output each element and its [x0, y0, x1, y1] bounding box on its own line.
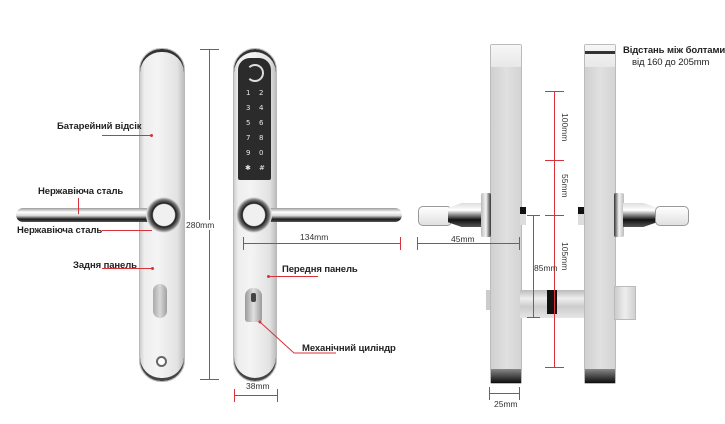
key-0[interactable]: 0 [259, 149, 264, 157]
plate-bottom-edge [585, 369, 615, 383]
keyhole-icon [251, 293, 256, 302]
plate-top-edge [585, 51, 615, 54]
side-handle-right-grip [655, 206, 689, 226]
dim-backset: 85mm [534, 263, 558, 273]
front-handle-rose [236, 197, 272, 233]
label-front-panel: Передня панель [282, 264, 358, 275]
back-handle-rose [146, 197, 182, 233]
dim-tick [400, 237, 401, 250]
cylinder-stub [486, 290, 490, 310]
key-4[interactable]: 4 [259, 104, 264, 112]
key-6[interactable]: 6 [259, 119, 264, 127]
dim-tick [527, 215, 540, 216]
side-handle-left-grip [418, 206, 452, 226]
dim-tick [417, 237, 418, 250]
fingerprint-sensor[interactable] [246, 64, 264, 82]
key-star[interactable]: ✱ [245, 164, 251, 172]
label-bolt-distance-1: Відстань між болтами [623, 45, 725, 56]
dim-tick [519, 237, 520, 250]
dim-tick [234, 389, 235, 402]
pointer-dot [267, 275, 270, 278]
back-handle-lever [16, 208, 174, 222]
dim-vertical-line [554, 91, 555, 367]
side-handle-left-neck [448, 203, 482, 227]
dim-tick [200, 379, 219, 380]
dim-tick [545, 367, 564, 368]
dim-tick [519, 387, 520, 400]
key-1[interactable]: 1 [246, 89, 251, 97]
dim-bottom: 105mm [560, 242, 570, 271]
dim-handle-length: 134mm [300, 232, 329, 242]
label-cylinder: Механічний циліндр [302, 343, 396, 354]
label-bolt-distance-2: від 160 до 205mm [632, 57, 710, 68]
latch-right [578, 207, 584, 225]
front-handle-lever [240, 208, 402, 222]
dim-tick [243, 237, 244, 250]
key-8[interactable]: 8 [259, 134, 264, 142]
dim-height: 280mm [186, 220, 215, 230]
key-5[interactable]: 5 [246, 119, 251, 127]
label-steel-bottom: Нержавіюча сталь [17, 225, 103, 236]
label-battery: Батарейний відсік [57, 121, 142, 132]
pointer-back-panel [102, 268, 152, 269]
dim-thickness-line [489, 393, 520, 394]
key-hash[interactable]: # [259, 164, 265, 172]
dim-handle-line [243, 243, 401, 244]
dim-width: 38mm [246, 381, 270, 391]
side-handle-right-rose [614, 193, 624, 237]
screw-hole [156, 356, 167, 367]
dim-tick [545, 215, 564, 216]
pointer-dot [151, 267, 154, 270]
keypad: 1 2 3 4 5 6 7 8 9 0 ✱ # [238, 58, 271, 180]
key-2[interactable]: 2 [259, 89, 264, 97]
key-3[interactable]: 3 [246, 104, 251, 112]
key-7[interactable]: 7 [246, 134, 251, 142]
dim-tick [489, 387, 490, 400]
cylinder-cam [547, 290, 557, 314]
key-9[interactable]: 9 [246, 149, 251, 157]
latch-left [520, 207, 526, 225]
pointer-steel-top [78, 198, 79, 214]
dim-side-handle: 45mm [451, 234, 475, 244]
pointer-battery [102, 135, 151, 136]
side-view-left-plate [490, 44, 522, 384]
dim-tick [277, 389, 278, 402]
plate-bottom-edge [491, 369, 521, 383]
dim-tick [545, 91, 564, 92]
mechanical-cylinder [245, 288, 262, 322]
pointer-dot [150, 134, 153, 137]
plate-top-cap [491, 45, 521, 67]
thumb-turn [153, 284, 167, 318]
dim-middle: 55mm [560, 174, 570, 198]
label-steel-top: Нержавіюча сталь [38, 186, 124, 197]
pointer-cylinder [258, 320, 336, 354]
dim-thickness: 25mm [494, 399, 518, 409]
dim-width-line [234, 395, 278, 396]
dim-tick [527, 317, 540, 318]
dim-side-handle-line [417, 243, 520, 244]
pointer-steel-bottom [102, 230, 152, 231]
side-handle-right-neck [623, 203, 657, 227]
plate-top-cap [585, 45, 615, 67]
dim-top: 100mm [560, 113, 570, 142]
side-handle-left-rose [481, 193, 491, 237]
dim-backset-line [533, 215, 534, 317]
dim-tick [545, 160, 564, 161]
label-back-panel: Задня панель [73, 260, 137, 271]
thumb-turn-side [614, 286, 636, 320]
dim-height-line [209, 49, 210, 379]
pointer-front-panel [268, 276, 318, 277]
side-view-right-plate [584, 44, 616, 384]
dim-tick [200, 49, 219, 50]
